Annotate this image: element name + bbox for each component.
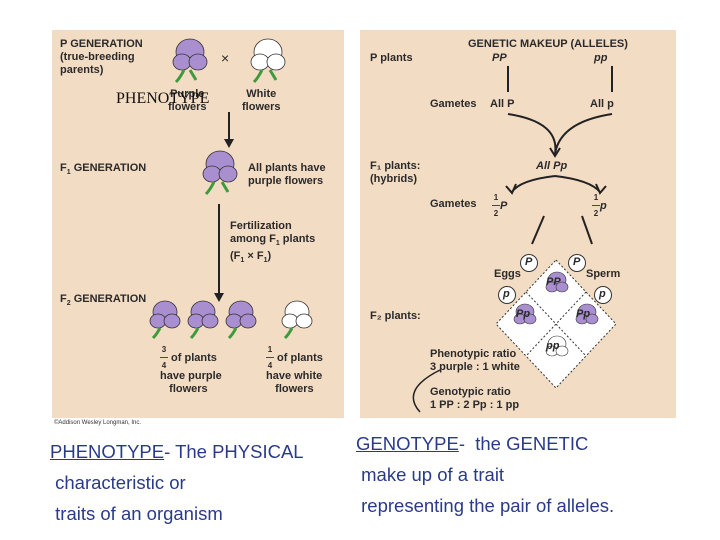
phenotype-overlay-label: PHENOTYPE — [116, 90, 210, 107]
f1-result-label: All plants have purple flowers — [248, 162, 326, 187]
gametes-label: Gametes — [430, 98, 477, 110]
purple-flower-icon — [225, 300, 257, 340]
copyright-credit: ©Addison Wesley Longman, Inc. — [54, 420, 142, 426]
purple-flower-icon — [187, 300, 219, 340]
p-plants-label: P plants — [370, 52, 413, 64]
genotype-diagram-panel: GENETIC MAKEUP (ALLELES) P plants PP pp … — [360, 30, 676, 418]
white-flowers-label: White flowers — [242, 88, 281, 113]
all-recessive-gamete-label: All p — [590, 98, 614, 110]
white-flower-icon — [250, 38, 286, 84]
phenotype-term: PHENOTYPE — [50, 441, 165, 462]
phenotype-def-line1: - The PHYSICAL — [164, 441, 304, 462]
half-dominant-gamete-label: 1—2P — [492, 193, 508, 218]
sperm-allele-dominant: P — [568, 254, 586, 272]
egg-allele-recessive: p — [498, 286, 516, 304]
all-dominant-gamete-label: All P — [490, 98, 515, 110]
eggs-label: Eggs — [494, 268, 521, 280]
gametes-label: Gametes — [430, 198, 477, 210]
down-arrow — [214, 204, 224, 302]
genotype-def-line1: - the GENETIC — [458, 433, 589, 454]
genetic-arrows — [412, 66, 613, 413]
down-arrow — [224, 112, 234, 148]
white-flower-icon — [545, 335, 569, 357]
punnett-cell-pp: pp — [546, 340, 560, 352]
genotype-definition: GENOTYPE- the GENETIC make up of a trait… — [356, 428, 614, 521]
f1-plants-label: F₁ plants: (hybrids) — [370, 160, 421, 185]
purple-flower-icon — [149, 300, 181, 340]
half-recessive-gamete-label: 1—2p — [592, 193, 607, 218]
cross-symbol: × — [221, 50, 230, 66]
purple-flower-icon — [202, 150, 238, 196]
punnett-cell-Pp-left: Pp — [516, 308, 531, 320]
purple-flower-icon — [172, 38, 208, 84]
purple-flowers-label: Purple flowers — [168, 88, 207, 113]
phenotype-def-line3: traits of an organism — [55, 503, 223, 524]
white-flower-icon — [281, 300, 313, 340]
pp-recessive-label: pp — [594, 52, 608, 64]
genotype-def-line3: representing the pair of alleles. — [361, 495, 615, 516]
sperm-allele-recessive: p — [594, 286, 612, 304]
phenotypic-ratio-label: Phenotypic ratio 3 purple : 1 white — [430, 348, 520, 373]
genotype-def-line2: make up of a trait — [361, 464, 505, 485]
f2-plants-label: F₂ plants: — [370, 310, 421, 322]
phenotype-def-line2: characteristic or — [55, 472, 186, 493]
punnett-square — [495, 259, 617, 389]
pp-dominant-label: PP — [492, 52, 507, 64]
fertilization-label: Fertilization among F1 plants (F1 × F1) — [230, 220, 316, 265]
purple-flower-icon — [513, 303, 537, 325]
punnett-cell-PP: PP — [546, 276, 561, 288]
genetic-makeup-header: GENETIC MAKEUP (ALLELES) — [468, 38, 628, 50]
purple-flower-icon — [545, 271, 569, 293]
phenotype-diagram-panel: P GENERATION (true-breeding parents) × P… — [52, 30, 344, 418]
all-hybrid-label: All Pp — [536, 160, 568, 172]
sperm-label: Sperm — [586, 268, 621, 280]
purple-fraction-label: 3—4 of plants have purple flowers — [160, 345, 222, 396]
f2-generation-label: F2 GENERATION — [60, 293, 147, 308]
punnett-cell-Pp-right: Pp — [576, 308, 591, 320]
white-fraction-label: 1—4 of plants have white flowers — [266, 345, 323, 396]
phenotype-definition: PHENOTYPE- The PHYSICAL characteristic o… — [50, 436, 304, 529]
purple-flower-icon — [575, 303, 599, 325]
genotypic-ratio-label: Genotypic ratio 1 PP : 2 Pp : 1 pp — [430, 386, 520, 411]
p-generation-label: P GENERATION (true-breeding parents) — [60, 38, 143, 76]
genotype-term: GENOTYPE — [356, 433, 459, 454]
egg-allele-dominant: P — [520, 254, 538, 272]
f1-generation-label: F1 GENERATION — [60, 162, 147, 177]
